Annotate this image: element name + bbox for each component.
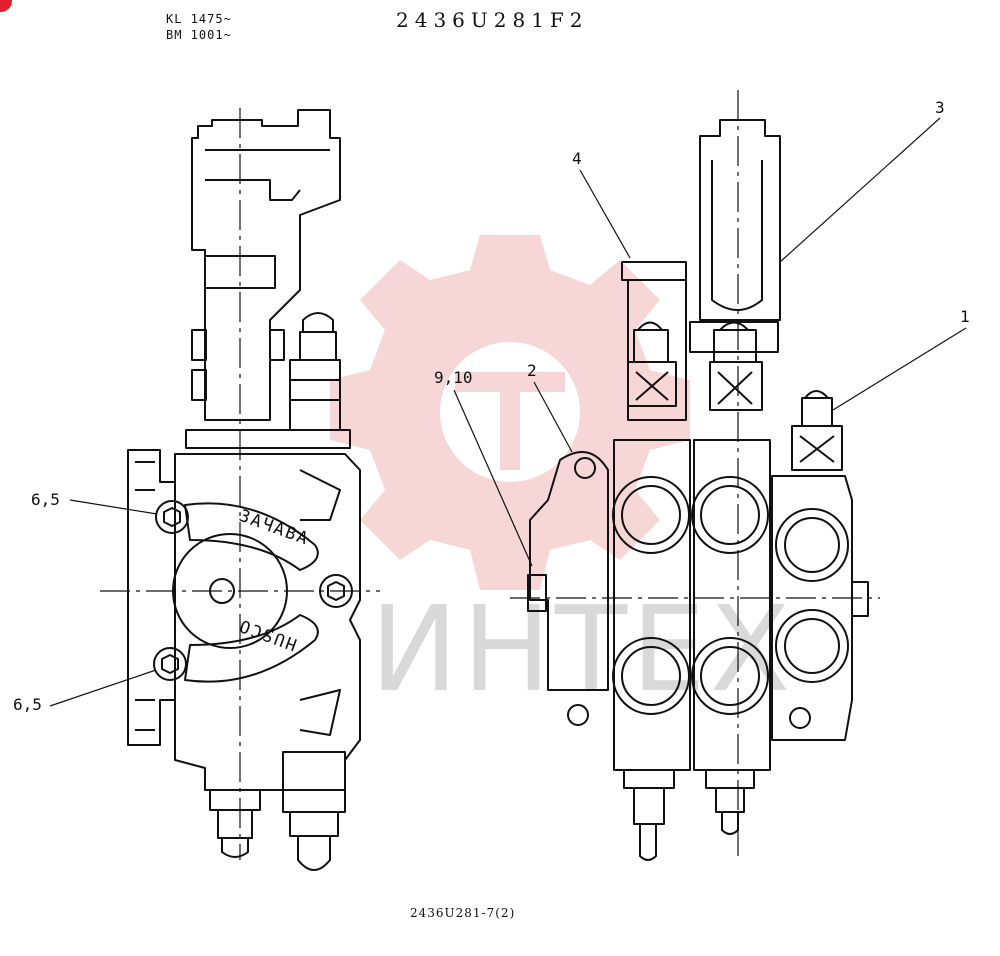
drawing-reference: 2436U281-7(2) <box>410 906 516 920</box>
callout-4: 4 <box>572 149 631 259</box>
callout-6-5-bottom-label: 6,5 <box>13 695 42 714</box>
relief-valve <box>791 390 843 471</box>
port-upper-left <box>612 476 690 554</box>
port-upper-right <box>775 508 849 582</box>
relief-fitting <box>289 312 341 431</box>
bolt-top-left <box>155 500 189 534</box>
serial-range-1: KL 1475~ <box>166 12 232 26</box>
right-view-valve <box>510 90 880 861</box>
left-spools <box>209 751 346 871</box>
callout-2-label: 2 <box>527 361 537 380</box>
bolt-bottom-left <box>153 647 187 681</box>
watermark-text: ИНТЕХ <box>370 580 794 718</box>
stamp-bottom: HUSCO <box>235 614 299 654</box>
part-number-title: 2436U281F2 <box>396 8 589 32</box>
port-lower-right <box>775 609 849 683</box>
port-upper-center <box>691 476 769 554</box>
watermark-gear <box>330 235 690 590</box>
serial-range-2: BM 1001~ <box>166 28 232 42</box>
callout-3-label: 3 <box>935 98 945 117</box>
bolt-right <box>319 574 353 608</box>
callout-6-5-top-label: 6,5 <box>31 490 60 509</box>
callout-1: 1 <box>832 307 970 411</box>
cap-nut-center <box>709 321 763 411</box>
callout-2: 2 <box>527 361 573 453</box>
left-view-valve: ЗАЧАВА HUSCO <box>100 108 380 871</box>
callout-9-10: 9,10 <box>434 368 533 567</box>
callout-6-5-bottom: 6,5 <box>13 669 157 714</box>
stamp-top: ЗАЧАВА <box>236 506 312 550</box>
right-spools <box>623 769 755 861</box>
cap-nut-left <box>627 321 677 407</box>
port-lower-left <box>612 637 690 715</box>
callout-4-label: 4 <box>572 149 582 168</box>
port-lower-center <box>691 637 769 715</box>
callout-1-label: 1 <box>960 307 970 326</box>
callout-3: 3 <box>779 98 945 263</box>
callout-9-10-label: 9,10 <box>434 368 473 387</box>
callout-6-5-top: 6,5 <box>31 490 158 515</box>
